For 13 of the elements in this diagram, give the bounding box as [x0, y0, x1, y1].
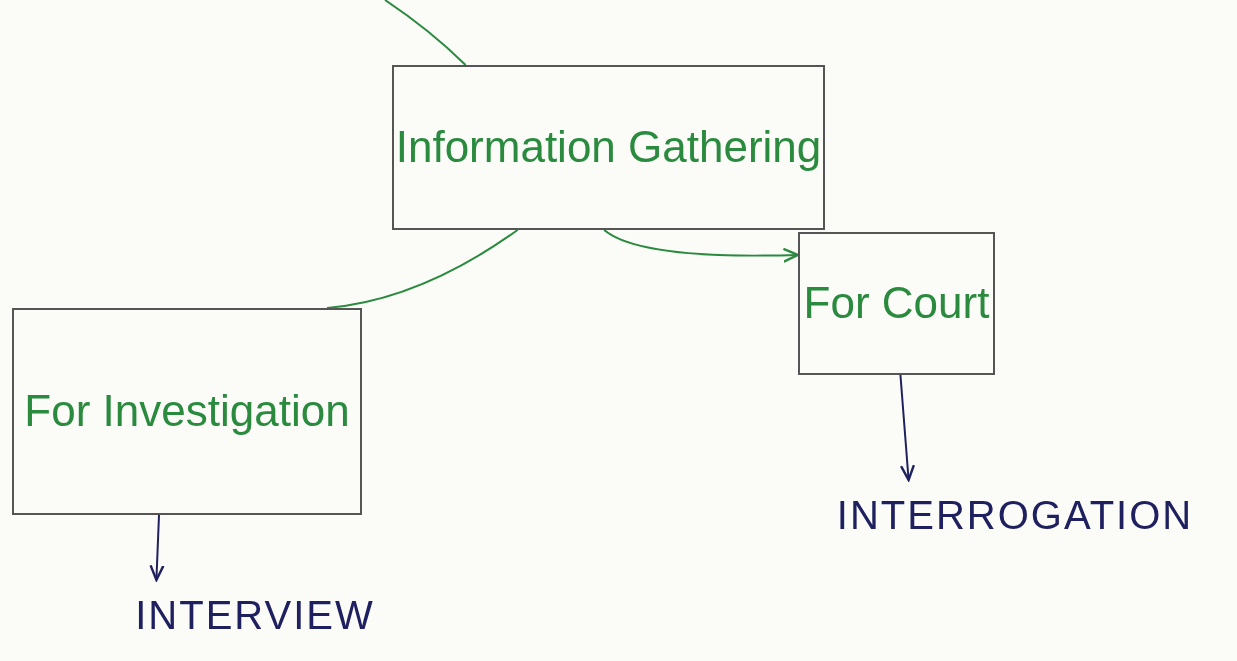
node-label: Information Gathering	[395, 122, 822, 173]
process-box	[12, 308, 362, 515]
connector-line	[326, 229, 519, 309]
arrow	[603, 229, 800, 263]
arrow	[899, 374, 916, 482]
process-box	[392, 65, 825, 230]
connector-line	[384, 0, 467, 66]
node-label: For Investigation	[24, 386, 350, 437]
node-label: For Court	[803, 278, 990, 329]
arrow	[149, 514, 165, 582]
outcome-label: INTERROGATION	[836, 492, 1194, 538]
process-box	[798, 232, 995, 375]
outcome-label: INTERVIEW	[135, 592, 375, 638]
